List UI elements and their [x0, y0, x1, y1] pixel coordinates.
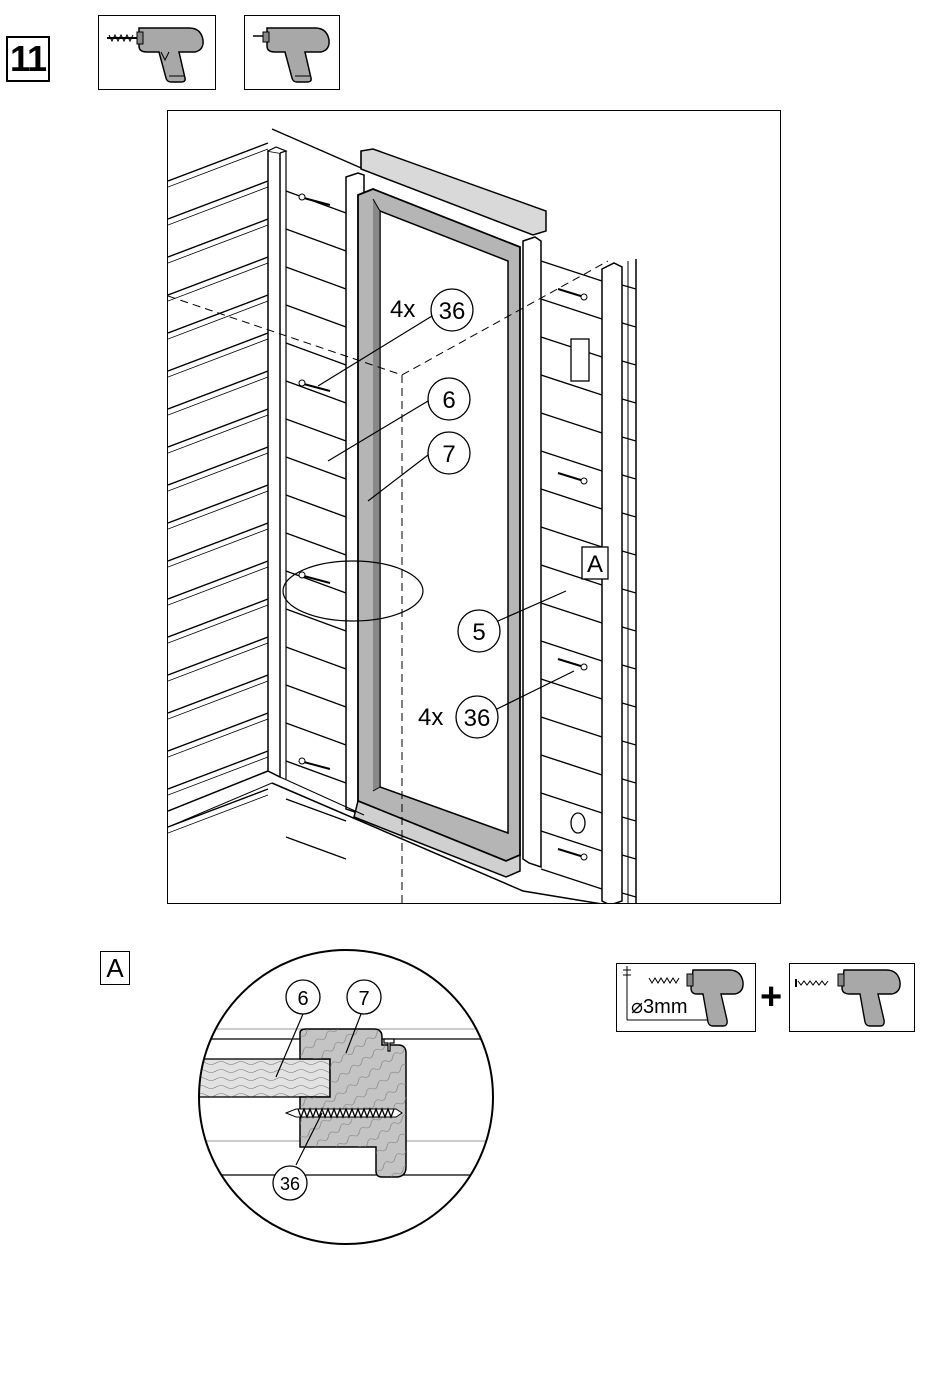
- callout-label: 6: [442, 387, 455, 414]
- main-assembly-diagram: 4x 36 6 7 5 4x 36 A: [167, 110, 781, 904]
- detail-callout-7: 7: [347, 980, 381, 1014]
- detail-ref-box: A: [582, 547, 608, 579]
- detail-callout-6: 6: [286, 980, 320, 1014]
- screwdriver-drill-icon: [790, 964, 914, 1031]
- callout-qty: 4x: [418, 704, 443, 731]
- detail-ref-label: A: [587, 551, 603, 578]
- screwdriver-tool-box: [244, 15, 340, 90]
- callout-label: 6: [297, 988, 308, 1010]
- drill-bit-icon: [99, 16, 215, 89]
- detail-callout-36: 36: [273, 1166, 307, 1200]
- callout-label: 36: [464, 705, 491, 732]
- callout-label: 36: [280, 1174, 300, 1194]
- callout-6: 6: [428, 378, 470, 420]
- plus-sign: +: [760, 976, 782, 1019]
- callout-qty: 4x: [390, 296, 415, 323]
- callout-5: 5: [458, 610, 500, 652]
- left-screws: [299, 194, 330, 769]
- detail-label: A: [106, 953, 123, 984]
- screwdriver-drill-icon: [245, 16, 339, 89]
- callout-label: 7: [358, 988, 369, 1010]
- callout-label: 5: [472, 619, 485, 646]
- step-number-box: 11: [6, 36, 50, 82]
- detail-cross-section: 6 7 36: [196, 947, 496, 1247]
- pre-drill-tool-box: ⌀3mm: [616, 963, 756, 1032]
- screw-tool-box: [789, 963, 915, 1032]
- callout-7: 7: [428, 432, 470, 474]
- detail-view: 6 7 36: [196, 947, 496, 1247]
- door-frame-illustration: 4x 36 6 7 5 4x 36 A: [168, 111, 781, 904]
- callout-label: 36: [439, 298, 466, 325]
- drill-spec-label: ⌀3mm: [631, 994, 687, 1019]
- step-number: 11: [10, 38, 46, 80]
- detail-label-box: A: [100, 951, 130, 985]
- callout-label: 7: [442, 441, 455, 468]
- left-wall-planks: [168, 143, 346, 859]
- drill-tool-box: [98, 15, 216, 90]
